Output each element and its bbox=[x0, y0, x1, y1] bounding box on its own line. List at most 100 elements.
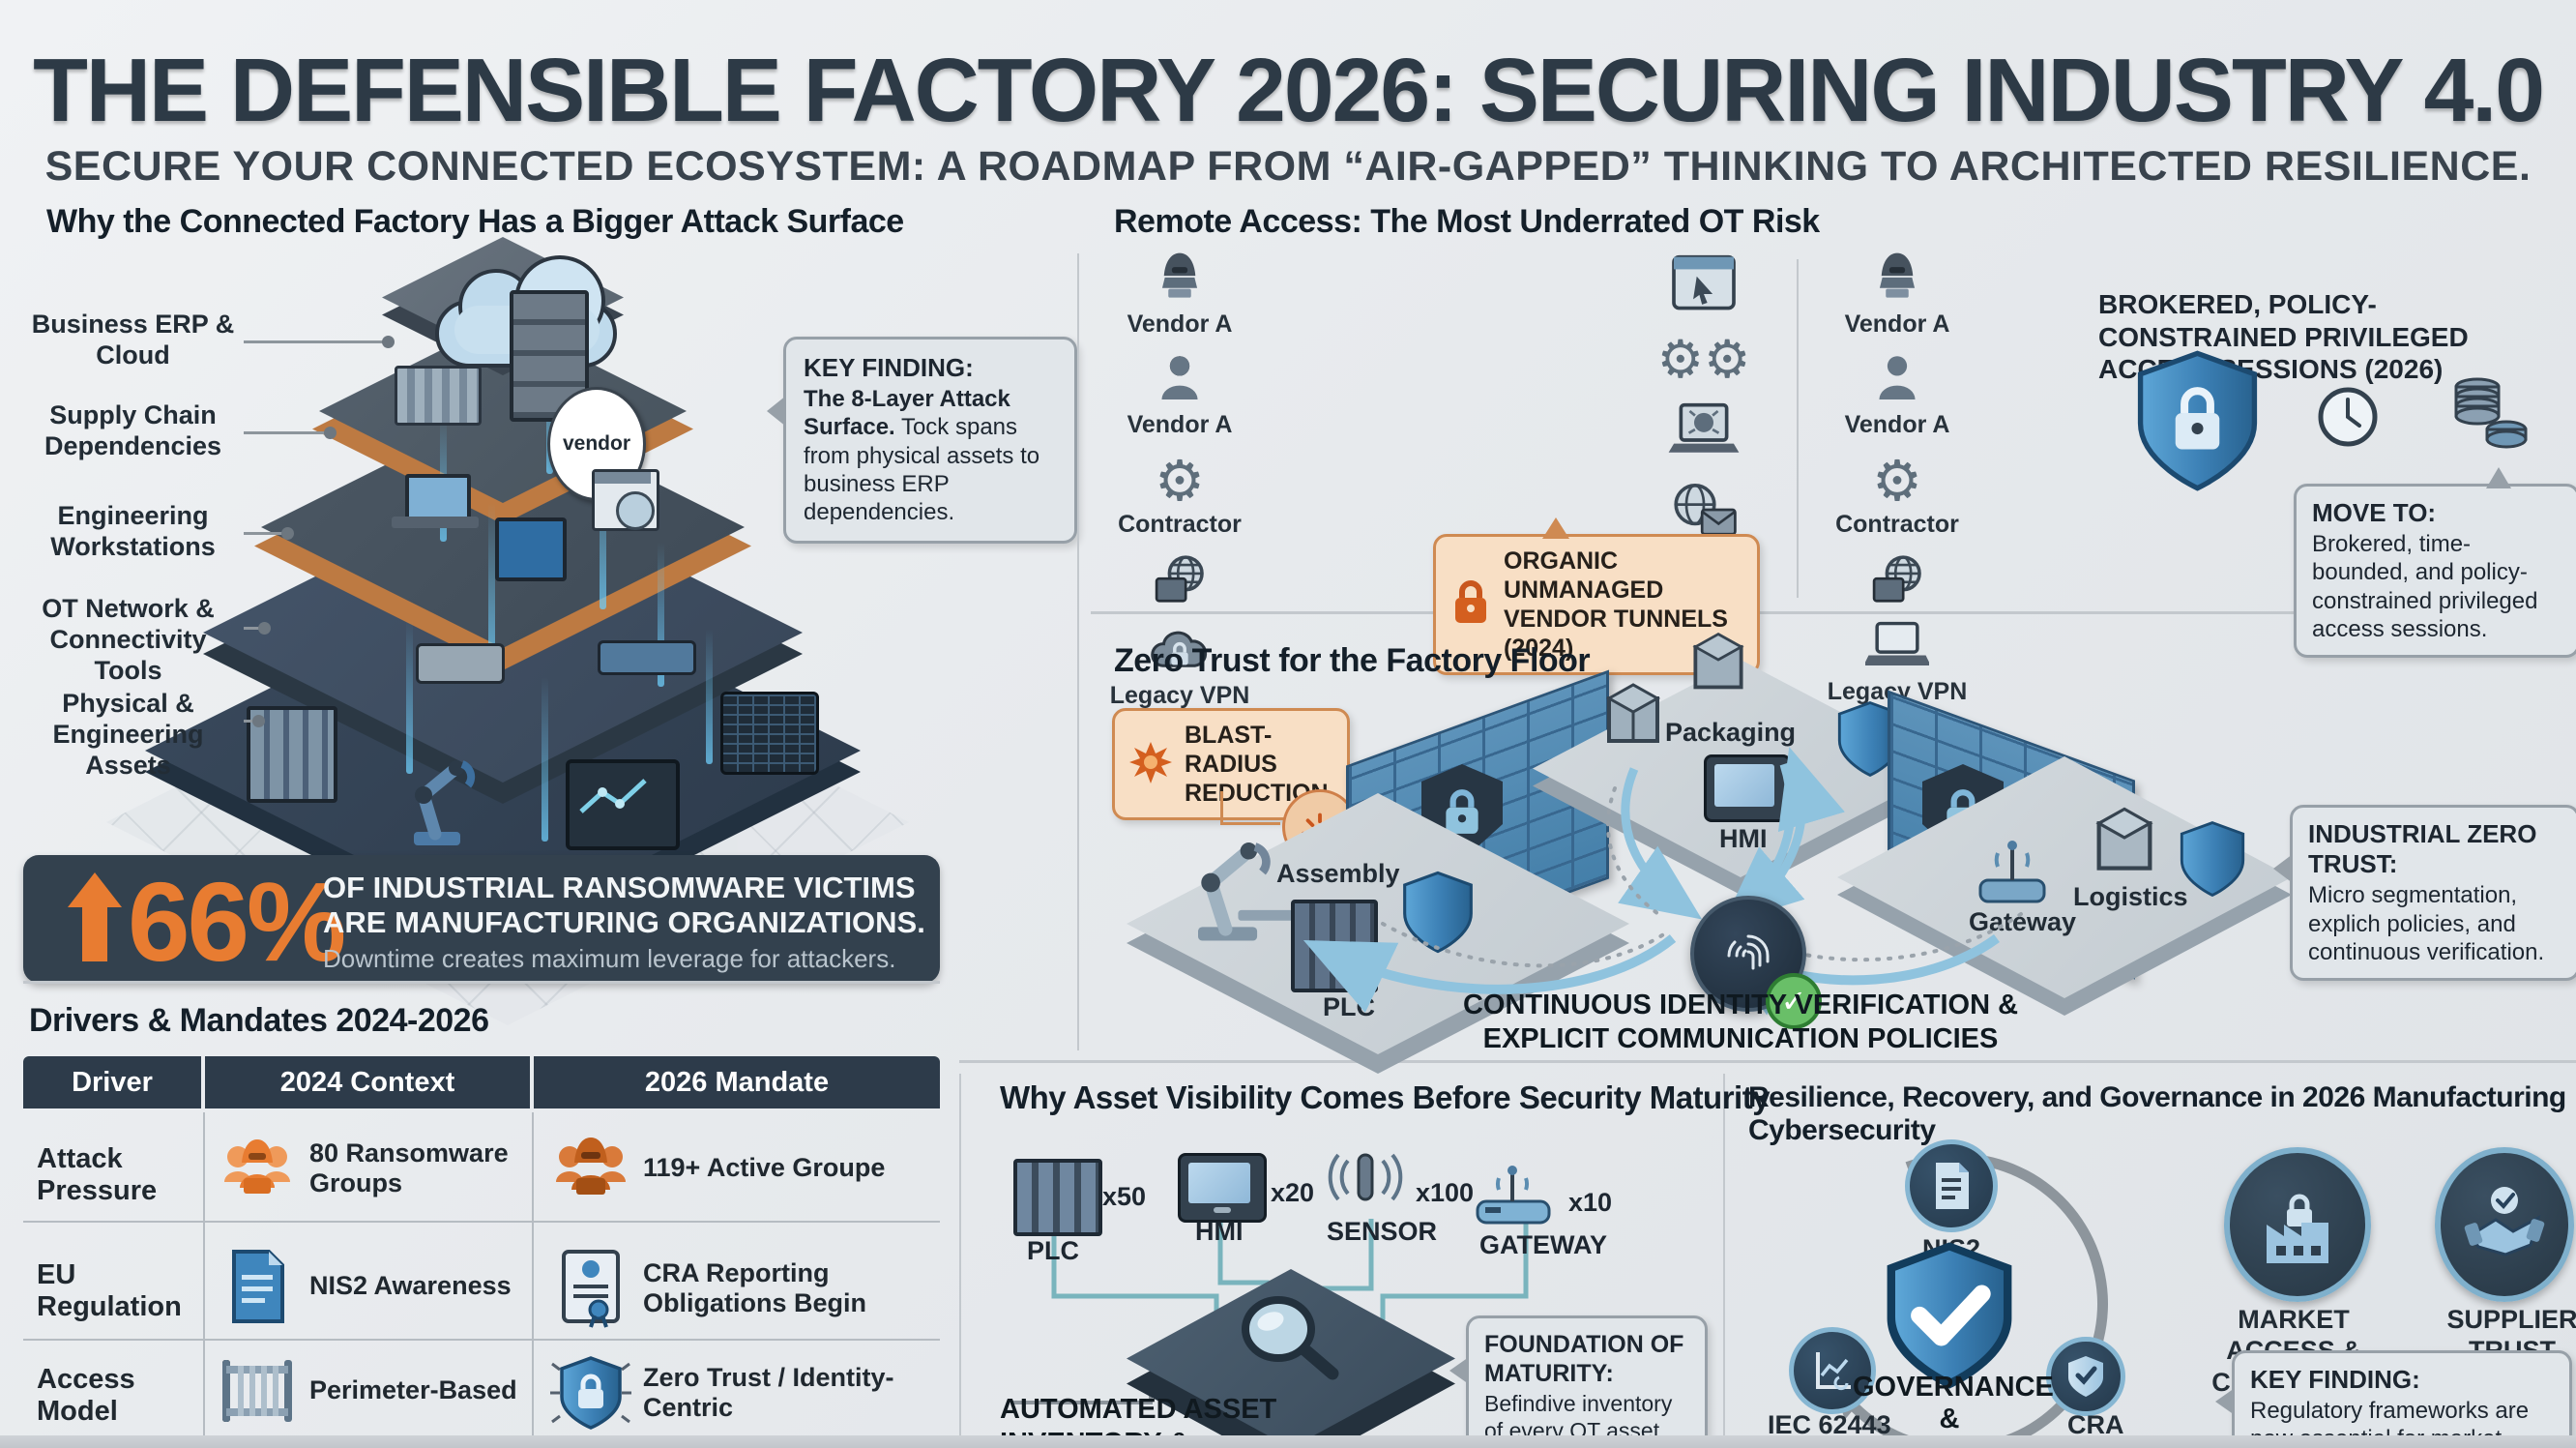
table-header-driver: Driver bbox=[23, 1056, 201, 1108]
resilience-key-finding: KEY FINDING: Regulatory frameworks are n… bbox=[2215, 1350, 2572, 1448]
cra-label: CRA bbox=[2067, 1410, 2124, 1439]
vendor-tunnels-callout: ORGANIC UNMANAGED VENDOR TUNNELS (2024) bbox=[1433, 517, 1760, 675]
page-bottom-edge bbox=[0, 1435, 2576, 1448]
packaging-label: Packaging bbox=[1665, 718, 1797, 747]
table-header-2026: 2026 Mandate bbox=[534, 1056, 940, 1108]
move-to-body: Brokered, time-bounded, and policy-const… bbox=[2312, 531, 2538, 642]
shield-icon bbox=[2178, 818, 2247, 904]
leader-line bbox=[244, 715, 265, 727]
list-item: Vendor A bbox=[1830, 352, 1965, 439]
remote-access-heading: Remote Access: The Most Underrated OT Ri… bbox=[1114, 203, 1820, 240]
layer-label-engineering: Engineering Workstations bbox=[50, 501, 216, 561]
layer-label-ot-network: OT Network & Connectivity Tools bbox=[42, 594, 215, 685]
package-box-icon bbox=[1597, 677, 1669, 754]
globe-laptop-icon bbox=[1867, 552, 1927, 613]
row2-context: NIS2 Awareness bbox=[217, 1246, 526, 1327]
vendor-tunnels-label: ORGANIC UNMANAGED VENDOR TUNNELS (2024) bbox=[1504, 547, 1728, 662]
leader-line bbox=[244, 527, 294, 540]
iec-node bbox=[1789, 1327, 1876, 1414]
hmi-count: x20 bbox=[1271, 1178, 1315, 1207]
lock-icon bbox=[1451, 578, 1490, 632]
row1-context: 80 Ransomware Groups bbox=[217, 1128, 526, 1209]
industrial-zero-trust-callout: INDUSTRIAL ZERO TRUST: Micro segmentatio… bbox=[2273, 805, 2576, 982]
monitor-icon bbox=[495, 517, 567, 581]
document-icon bbox=[217, 1246, 298, 1327]
assembly-label: Assembly bbox=[1276, 859, 1400, 888]
row-attack-pressure-driver: Attack Pressure bbox=[37, 1143, 158, 1207]
key-finding-body: Tock spans from physical assets to busin… bbox=[804, 414, 1040, 526]
stat-panel: 66% OF INDUSTRIAL RANSOMWARE VICTIMS ARE… bbox=[23, 855, 940, 985]
remote-access-middle-icons: ⚙⚙ bbox=[1655, 253, 1752, 545]
robot-arm-icon bbox=[1175, 817, 1294, 953]
key-finding-title: KEY FINDING: bbox=[804, 353, 974, 382]
stat-value: 66% bbox=[128, 859, 346, 985]
page-subtitle: SECURE YOUR CONNECTED ECOSYSTEM: A ROADM… bbox=[44, 143, 2532, 190]
list-item: Vendor A bbox=[1112, 250, 1247, 339]
container-icon bbox=[395, 366, 482, 426]
blast-radius-callout: BLAST-RADIUS REDUCTION bbox=[1112, 708, 1350, 820]
ransomware-group-icon bbox=[217, 1128, 298, 1209]
gears-icon: ⚙⚙ bbox=[1656, 329, 1751, 390]
layer-label-physical: Physical & Engineering Assets bbox=[52, 689, 204, 780]
list-item: Vendor A bbox=[1830, 250, 1965, 339]
list-item: ⚙ Contractor bbox=[1118, 448, 1242, 538]
sensor-device-icon bbox=[1317, 1149, 1414, 1222]
row-access-model-driver: Access Model bbox=[37, 1364, 135, 1428]
industrial-zero-trust-title: INDUSTRIAL ZERO TRUST: bbox=[2308, 819, 2537, 879]
supplier-trust-badge bbox=[2435, 1147, 2574, 1302]
sensor-device-label: SENSOR bbox=[1327, 1217, 1438, 1246]
divider-vertical-left bbox=[1077, 253, 1079, 1050]
list-item bbox=[1830, 552, 1965, 613]
foundation-title: FOUNDATION OF MATURITY: bbox=[1484, 1331, 1684, 1387]
hmi-device-icon bbox=[1178, 1153, 1267, 1223]
drivers-heading: Drivers & Mandates 2024-2026 bbox=[29, 1002, 489, 1039]
hacker-group-icon bbox=[550, 1128, 631, 1209]
asset-visibility-heading: Why Asset Visibility Comes Before Securi… bbox=[1000, 1079, 1771, 1115]
gateway-device-icon bbox=[1470, 1155, 1563, 1231]
divider bbox=[23, 981, 940, 984]
remote-access-left-column: Vendor A Vendor A ⚙ Contractor bbox=[1110, 250, 1249, 724]
person-icon bbox=[1154, 352, 1206, 409]
certificate-icon bbox=[550, 1246, 631, 1331]
gateway-device-label: GATEWAY bbox=[1479, 1230, 1608, 1259]
gear-icon: ⚙ bbox=[1872, 448, 1922, 514]
nis2-node bbox=[1905, 1139, 1998, 1232]
layer-label-supply-chain: Supply Chain Dependencies bbox=[44, 400, 222, 460]
divider-horizontal-bottom bbox=[959, 1060, 2576, 1063]
plc-device-icon bbox=[1013, 1159, 1102, 1236]
keypad-icon bbox=[720, 692, 819, 775]
browser-cursor-icon bbox=[1670, 253, 1738, 318]
globe-laptop-icon bbox=[1150, 552, 1210, 613]
magnifier-icon bbox=[1228, 1285, 1344, 1401]
brokered-heading: BROKERED, POLICY-CONSTRAINED PRIVILEGED … bbox=[2098, 289, 2469, 385]
resilience-heading: Resilience, Recovery, and Governance in … bbox=[1748, 1081, 2566, 1146]
sensor-count: x100 bbox=[1416, 1178, 1475, 1207]
package-box-icon bbox=[2087, 801, 2162, 881]
industrial-zero-trust-body: Micro segmentation, explich policies, an… bbox=[2308, 882, 2545, 965]
row2-mandate: CRA Reporting Obligations Begin bbox=[550, 1246, 937, 1331]
foundation-callout: FOUNDATION OF MATURITY: Befindive invent… bbox=[1449, 1315, 1708, 1448]
laptop-bug-icon bbox=[1668, 401, 1740, 464]
list-item: ⚙ Contractor bbox=[1835, 448, 1959, 538]
move-to-title: MOVE TO: bbox=[2312, 498, 2437, 527]
stat-subline: Downtime creates maximum leverage for at… bbox=[323, 944, 896, 973]
attack-surface-heading: Why the Connected Factory Has a Bigger A… bbox=[46, 203, 904, 240]
person-icon bbox=[1871, 352, 1923, 409]
row-eu-regulation-driver: EU Regulation bbox=[37, 1259, 182, 1323]
resilience-key-finding-title: KEY FINDING: bbox=[2250, 1365, 2420, 1394]
list-item bbox=[1112, 552, 1247, 613]
zero-trust-heading: Zero Trust for the Factory Floor bbox=[1114, 642, 1591, 679]
table-header-2024: 2024 Context bbox=[205, 1056, 530, 1108]
layer-label-business-erp: Business ERP & Cloud bbox=[31, 310, 235, 369]
plc-count: x50 bbox=[1102, 1182, 1147, 1211]
cloud-lock-icon bbox=[1148, 621, 1212, 680]
laptop-icon bbox=[1863, 621, 1931, 676]
plc-device-label: PLC bbox=[1027, 1236, 1079, 1265]
row3-context: Perimeter-Based bbox=[217, 1352, 526, 1430]
package-box-icon bbox=[1684, 627, 1752, 699]
logistics-label: Logistics bbox=[2073, 882, 2188, 911]
iec-label: IEC 62443 bbox=[1768, 1410, 1891, 1439]
explosion-icon bbox=[1128, 740, 1173, 789]
shield-lock-icon bbox=[550, 1352, 631, 1433]
